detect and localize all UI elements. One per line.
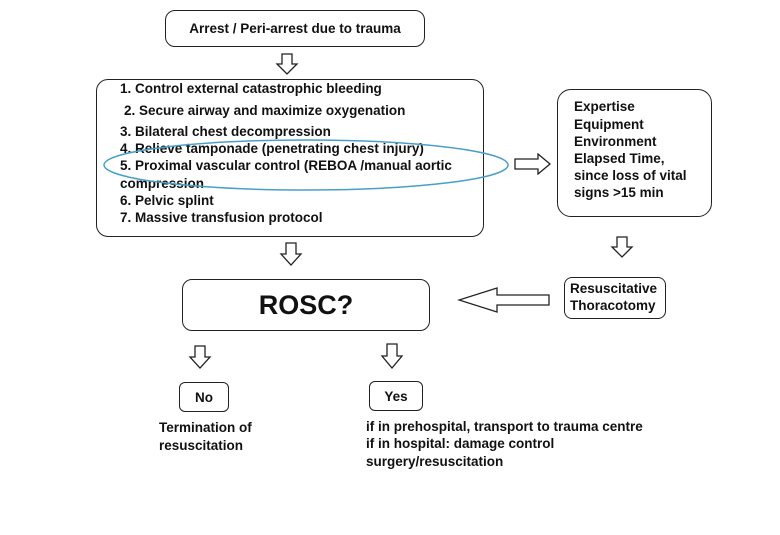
rosc-box: ROSC? [182,279,430,331]
criteria-item: Environment [574,134,657,149]
arrow-left-icon [457,287,550,313]
step-item: 6. Pelvic splint [120,193,214,208]
criteria-item: Elapsed Time, [574,151,665,166]
criteria-box [557,89,712,217]
yes-label: Yes [384,389,408,404]
thoracotomy-label: Thoracotomy [570,298,656,313]
step-item: 2. Secure airway and maximize oxygenatio… [124,103,406,118]
criteria-item: since loss of vital [574,168,687,183]
arrow-down-icon [275,53,299,75]
start-box: Arrest / Peri-arrest due to trauma [165,10,425,47]
highlight-oval [103,139,509,191]
criteria-item: signs >15 min [574,185,664,200]
no-box: No [179,382,229,412]
step-item: 5. Proximal vascular control (REBOA /man… [120,158,452,173]
arrow-down-icon [380,343,404,369]
arrow-down-icon [279,242,303,266]
criteria-item: Expertise [574,99,635,114]
thoracotomy-box [564,277,666,319]
arrow-down-icon [188,345,212,369]
start-label: Arrest / Peri-arrest due to trauma [189,21,401,36]
no-outcome: resuscitation [159,438,244,453]
arrow-down-icon [610,236,634,258]
step-item: 3. Bilateral chest decompression [120,124,331,139]
yes-outcome: if in hospital: damage control [366,436,555,451]
no-outcome: Termination of [159,420,252,435]
criteria-item: Equipment [574,117,644,132]
yes-outcome: if in prehospital, transport to trauma c… [366,419,643,434]
steps-box [96,79,484,237]
step-item: 4. Relieve tamponade (penetrating chest … [120,141,424,156]
thoracotomy-label: Resuscitative [570,281,658,296]
yes-box: Yes [369,381,423,411]
step-item: 7. Massive transfusion protocol [120,210,323,225]
no-label: No [195,390,213,405]
arrow-right-icon [514,153,552,175]
yes-outcome: surgery/resuscitation [366,454,504,469]
rosc-label: ROSC? [258,290,354,320]
step-item: 1. Control external catastrophic bleedin… [120,81,382,96]
